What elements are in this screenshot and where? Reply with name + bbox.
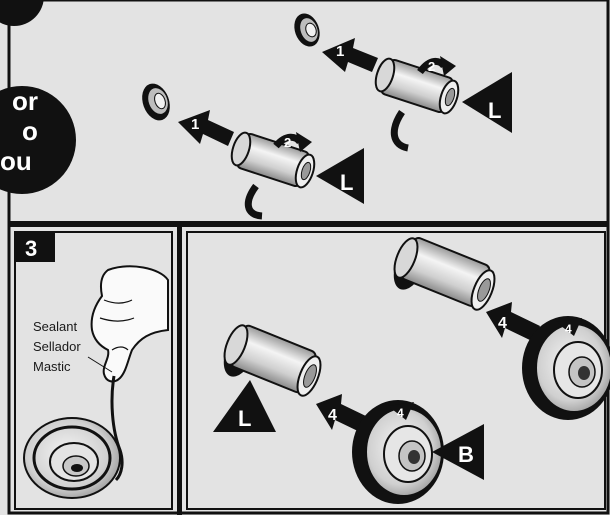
push-arrow-upper: 1	[322, 38, 378, 72]
sealant-callout: Sealant Sellador Mastic	[33, 319, 113, 374]
side-tab-line-3: ou	[0, 146, 32, 176]
side-l-label-right: L	[238, 406, 251, 431]
sleeve-right-upper	[393, 237, 496, 311]
step-badge-cropped	[0, 0, 44, 26]
step-4-arrow-upper: 4	[486, 302, 540, 342]
callout-sealant: Sealant	[33, 319, 77, 334]
sleeve-right-lower	[223, 324, 322, 397]
step-1-label-lower: 1	[191, 116, 199, 133]
step-4-badge-lower: 4	[397, 406, 404, 420]
callout-sellador: Sellador	[33, 339, 81, 354]
step-4-badge-upper: 4	[565, 322, 572, 336]
step-4-label-upper: 4	[498, 315, 507, 332]
step-4-label-lower: 4	[328, 407, 337, 424]
step-3-number: 3	[25, 236, 37, 261]
language-side-tab: or o ou	[0, 86, 76, 194]
side-b-marker: B	[432, 424, 484, 480]
step-1-label-upper: 1	[336, 43, 344, 60]
pipe-stub-lower	[142, 83, 170, 121]
side-l-marker-lower: L	[316, 148, 364, 204]
pipe-stub-upper	[294, 13, 320, 47]
side-tab-line-1: or	[12, 86, 38, 116]
escutcheon-right-lower: 4	[352, 400, 444, 504]
side-l-marker-right: L	[213, 380, 276, 432]
sleeve-lower	[230, 131, 316, 189]
side-l-label-lower: L	[340, 170, 353, 195]
callout-mastic: Mastic	[33, 359, 71, 374]
side-l-marker-upper: L	[462, 72, 512, 133]
hand-illustration	[90, 265, 169, 383]
escutcheon-plate	[23, 417, 121, 499]
step-2-label-lower: 2	[284, 135, 291, 150]
step-3-badge: 3	[15, 232, 55, 262]
twist-arrow-lower: 2	[244, 132, 312, 220]
side-l-label-upper: L	[488, 98, 501, 123]
panel-frames	[7, 0, 610, 515]
twist-arrow-upper: 2	[390, 56, 456, 152]
sleeve-upper	[374, 57, 460, 115]
escutcheon-right-upper: 4	[522, 316, 610, 420]
side-tab-line-2: o	[22, 116, 38, 146]
step-2-label-upper: 2	[428, 59, 435, 74]
step-4-arrow-lower: 4	[316, 394, 370, 434]
push-arrow-lower: 1	[178, 110, 234, 146]
side-b-label: B	[458, 442, 474, 467]
